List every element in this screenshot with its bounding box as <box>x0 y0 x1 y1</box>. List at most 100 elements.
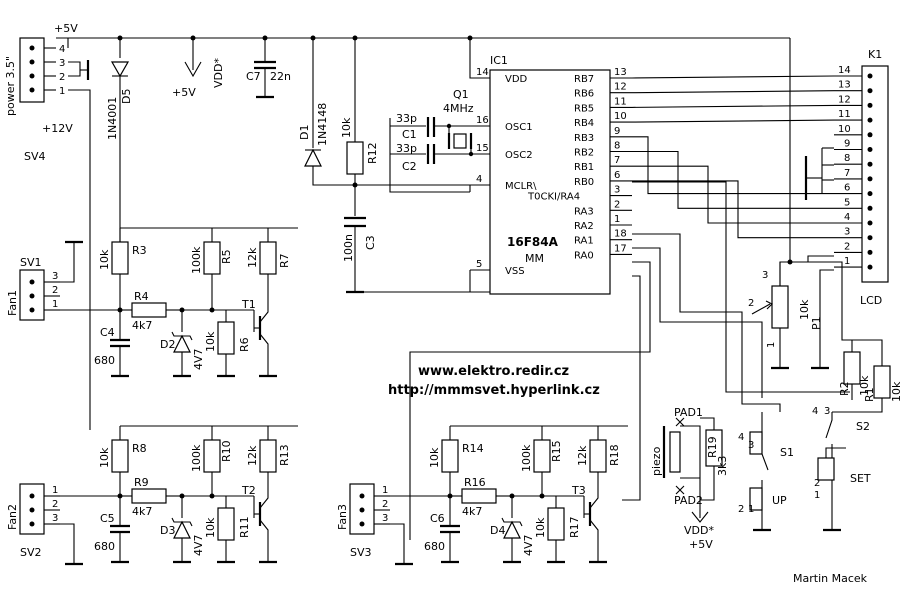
ic1-pin-num: 2 <box>614 199 620 210</box>
power-ref: SV4 <box>24 150 46 163</box>
fan1-t-ref: T1 <box>241 298 256 311</box>
v12-label: +12V <box>42 122 73 135</box>
svg-text:4: 4 <box>738 432 744 443</box>
svg-text:1: 1 <box>52 299 58 310</box>
c7-value: 22n <box>270 70 291 83</box>
r1-ref: R1 <box>863 387 876 402</box>
fan3-rtop-ref: R14 <box>462 442 484 455</box>
fan2-rdiv-ref: R10 <box>220 440 233 462</box>
lcd-pin-num: 8 <box>844 153 850 164</box>
p1-value: 10k <box>798 299 811 320</box>
vdd2-label: VDD* <box>684 524 714 537</box>
ic1-pin-name: RA0 <box>574 250 594 261</box>
ic1-pin-name: RA3 <box>574 206 594 217</box>
fan3-rdiv-ref: R15 <box>550 440 563 462</box>
fan3-c-ref: C6 <box>430 512 445 525</box>
svg-text:3: 3 <box>762 270 768 281</box>
svg-text:1: 1 <box>382 485 388 496</box>
ic1-pin-num: 9 <box>614 126 620 137</box>
fan2-c-ref: C5 <box>100 512 115 525</box>
fan3-rc-value: 12k <box>576 445 589 466</box>
svg-text:4: 4 <box>812 406 818 417</box>
c3-value: 100n <box>342 234 355 262</box>
capacitor-c7: C7 22n <box>246 38 291 99</box>
r12-value: 10k <box>340 117 353 138</box>
lcd-pin-num: 2 <box>844 241 850 252</box>
lcd-pin-num: 1 <box>844 256 850 267</box>
ic1-pin-num: 7 <box>614 155 620 166</box>
pad1-label: PAD1 <box>674 406 703 419</box>
fan1-rser-value: 4k7 <box>132 319 152 332</box>
ic1-pin-name: MCLR\ <box>505 181 537 192</box>
fan1-c-value: 680 <box>94 354 115 367</box>
s1-name: UP <box>772 494 787 507</box>
lcd-pin-num: 9 <box>844 139 850 150</box>
r1-value: 10k <box>890 381 903 402</box>
ic1-pin-num: 16 <box>476 115 489 126</box>
p1-ref: P1 <box>810 316 823 330</box>
fan3-rser-value: 4k7 <box>462 505 482 518</box>
lcd-pin-num: 10 <box>838 124 851 135</box>
ic1-pin-num: 3 <box>614 185 620 196</box>
vdd-label: VDD* <box>212 58 225 88</box>
ic1-pin-name: OSC2 <box>505 150 533 161</box>
svg-text:1: 1 <box>52 485 58 496</box>
svg-text:2: 2 <box>748 298 754 309</box>
ic1-pin-num: 1 <box>614 214 620 225</box>
fan3-rdiv-value: 100k <box>520 444 533 472</box>
piezo-block: piezo PAD1 PAD2 R19 3k3 VDD* +5V <box>650 406 729 551</box>
ic1-pin-num: 6 <box>614 170 620 181</box>
svg-text:3: 3 <box>748 440 754 451</box>
fan1-rser-ref: R4 <box>134 290 149 303</box>
ic1-pin-num: 4 <box>476 174 482 185</box>
lcd-pin-num: 11 <box>838 109 851 120</box>
diode-d5: 1N4001 D5 <box>106 38 133 258</box>
fan3-rser-ref: R16 <box>464 476 486 489</box>
resistor-r12: 10k R12 <box>340 38 379 216</box>
svg-text:3: 3 <box>382 513 388 524</box>
ic1-pin-name: RB3 <box>574 133 594 144</box>
ic1-pin-name: RA2 <box>574 221 594 232</box>
piezo-label: piezo <box>650 446 663 476</box>
fan3-t-ref: T3 <box>571 484 586 497</box>
ic1-package: MM <box>525 252 544 265</box>
lcd-pin-num: 13 <box>838 80 851 91</box>
svg-text:2: 2 <box>382 499 388 510</box>
fan1-rtop-ref: R3 <box>132 244 147 257</box>
url-1: www.elektro.redir.cz <box>418 364 569 379</box>
lcd-pin-num: 4 <box>844 212 850 223</box>
c1-value: 33p <box>396 112 417 125</box>
diode-d1: D1 1N4148 <box>298 38 490 186</box>
s2-ref: S2 <box>856 420 870 433</box>
ic1-pin-num: 8 <box>614 141 620 152</box>
v5-label: +5V <box>54 22 78 35</box>
svg-text:1: 1 <box>766 342 777 348</box>
lcd-pin-num: 14 <box>838 65 851 76</box>
fan2-t-ref: T2 <box>241 484 256 497</box>
power-connector: 4 3 2 1 power 3.5" SV4 +12V +5V <box>4 22 91 430</box>
ic1-pin-num: 12 <box>614 82 627 93</box>
fan3-ref: SV3 <box>350 546 372 559</box>
capacitor-c3: 100n C3 <box>342 216 490 293</box>
ic1-pin-num: 11 <box>614 96 627 107</box>
power-label: power 3.5" <box>4 56 17 116</box>
ic1-pic16f84a: IC1 16F84A MM 14VDD16OSC115OSC24MCLR\5VS… <box>346 54 632 295</box>
c1-ref: C1 <box>402 128 417 141</box>
r12-ref: R12 <box>366 142 379 164</box>
ic1-pin-name: RB5 <box>574 103 594 114</box>
lcd-pin-num: 6 <box>844 183 850 194</box>
signal-wiring <box>409 181 850 540</box>
author: Martin Macek <box>793 572 868 585</box>
fan2-rlo-ref: R11 <box>238 516 251 538</box>
lcd-pin-num: 12 <box>838 94 851 105</box>
fan2-z-ref: D3 <box>160 524 175 537</box>
ic1-pin-num: 15 <box>476 143 489 154</box>
ic1-pin-name: RA1 <box>574 236 594 247</box>
power-pin-3: 3 <box>59 58 65 69</box>
